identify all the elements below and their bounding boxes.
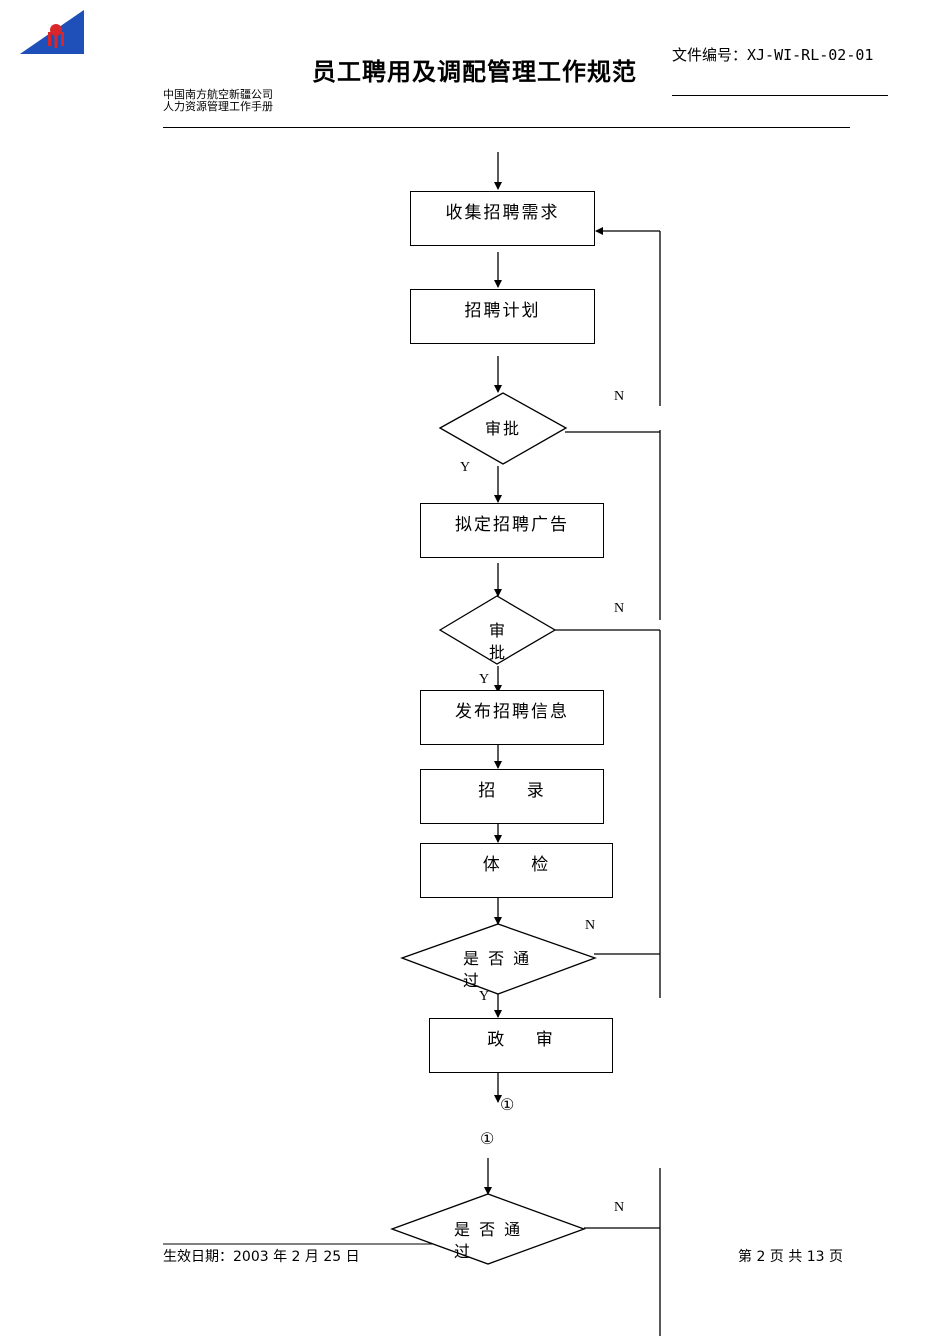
no-label-approve2: N — [614, 601, 625, 616]
no-label-pass1: N — [585, 918, 596, 933]
yes-label-approve2: Y — [479, 672, 490, 687]
physical-exam-box: 体 检 — [420, 843, 613, 898]
recruit-plan-box: 招聘计划 — [410, 289, 595, 344]
no-label-pass2: N — [614, 1200, 625, 1215]
doc-number-rule — [672, 95, 888, 96]
recruit-label: 招 录 — [478, 781, 546, 801]
company-name: 中国南方航空新疆公司 人力资源管理工作手册 — [163, 89, 273, 113]
recruit-box: 招 录 — [420, 769, 604, 824]
approve1-label: 审批 — [485, 419, 522, 438]
header-rule — [163, 127, 850, 128]
yes-label-approve1: Y — [460, 460, 471, 475]
approve2-label-line1: 审 — [489, 621, 508, 640]
pass1-label-line2: 过 — [463, 971, 482, 990]
recruit-plan-label: 招聘计划 — [464, 301, 541, 321]
connector-in: ① — [480, 1131, 495, 1148]
connector-out: ① — [500, 1097, 515, 1114]
approve2-label-line2: 批 — [489, 643, 508, 662]
pass2-label-line2: 过 — [454, 1242, 473, 1261]
document-title: 员工聘用及调配管理工作规范 — [312, 58, 637, 86]
approve1-diamond — [438, 392, 568, 465]
yes-label-pass1: Y — [479, 989, 490, 1004]
approve2-diamond — [438, 595, 557, 665]
draft-ad-label: 拟定招聘广告 — [455, 515, 569, 535]
pass1-diamond — [400, 923, 597, 995]
political-review-label: 政 审 — [487, 1030, 555, 1050]
pass1-label-line1: 是 否 通 — [463, 949, 532, 968]
political-review-box: 政 审 — [429, 1018, 613, 1073]
collect-needs-box: 收集招聘需求 — [410, 191, 595, 246]
pass2-diamond — [390, 1193, 586, 1265]
physical-exam-label: 体 检 — [482, 855, 551, 875]
effective-date: 生效日期：2003 年 2 月 25 日 — [163, 1249, 360, 1265]
page-number: 第 2 页 共 13 页 — [738, 1249, 843, 1265]
collect-needs-label: 收集招聘需求 — [445, 203, 560, 223]
draft-ad-box: 拟定招聘广告 — [420, 503, 604, 558]
pass2-label-line1: 是 否 通 — [454, 1220, 523, 1239]
company-logo — [20, 10, 84, 54]
company-line-2: 人力资源管理工作手册 — [163, 100, 273, 113]
publish-info-label: 发布招聘信息 — [455, 702, 569, 722]
no-label-approve1: N — [614, 389, 625, 404]
company-line-1: 中国南方航空新疆公司 — [163, 88, 273, 101]
document-number: 文件编号：XJ-WI-RL-02-01 — [672, 46, 874, 64]
publish-info-box: 发布招聘信息 — [420, 690, 604, 745]
